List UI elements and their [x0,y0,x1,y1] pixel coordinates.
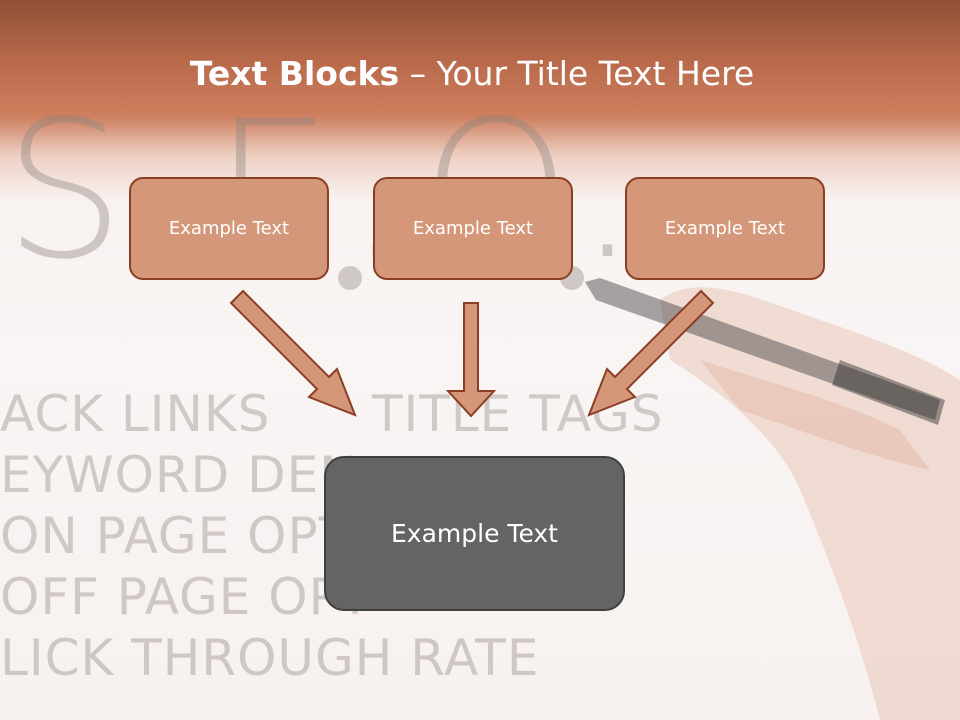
title-bold-part: Text Blocks [189,54,400,93]
text-block-3-label: Example Text [664,218,786,239]
text-block-3[interactable]: Example Text [625,177,825,280]
text-block-2[interactable]: Example Text [373,177,573,280]
text-block-1[interactable]: Example Text [129,177,329,280]
text-block-2-label: Example Text [412,218,534,239]
arrow-left-icon [229,289,357,417]
main-text-block-label: Example Text [391,519,558,548]
arrow-center-icon [445,302,497,418]
main-text-block[interactable]: Example Text [324,456,625,611]
header-band [0,0,960,200]
text-block-1-label: Example Text [168,218,290,239]
title-regular-part: Your Title Text Here [436,54,755,93]
arrow-right-icon [587,289,715,417]
title-separator: – [399,54,437,93]
slide-title[interactable]: Text Blocks – Your Title Text Here [0,54,944,93]
